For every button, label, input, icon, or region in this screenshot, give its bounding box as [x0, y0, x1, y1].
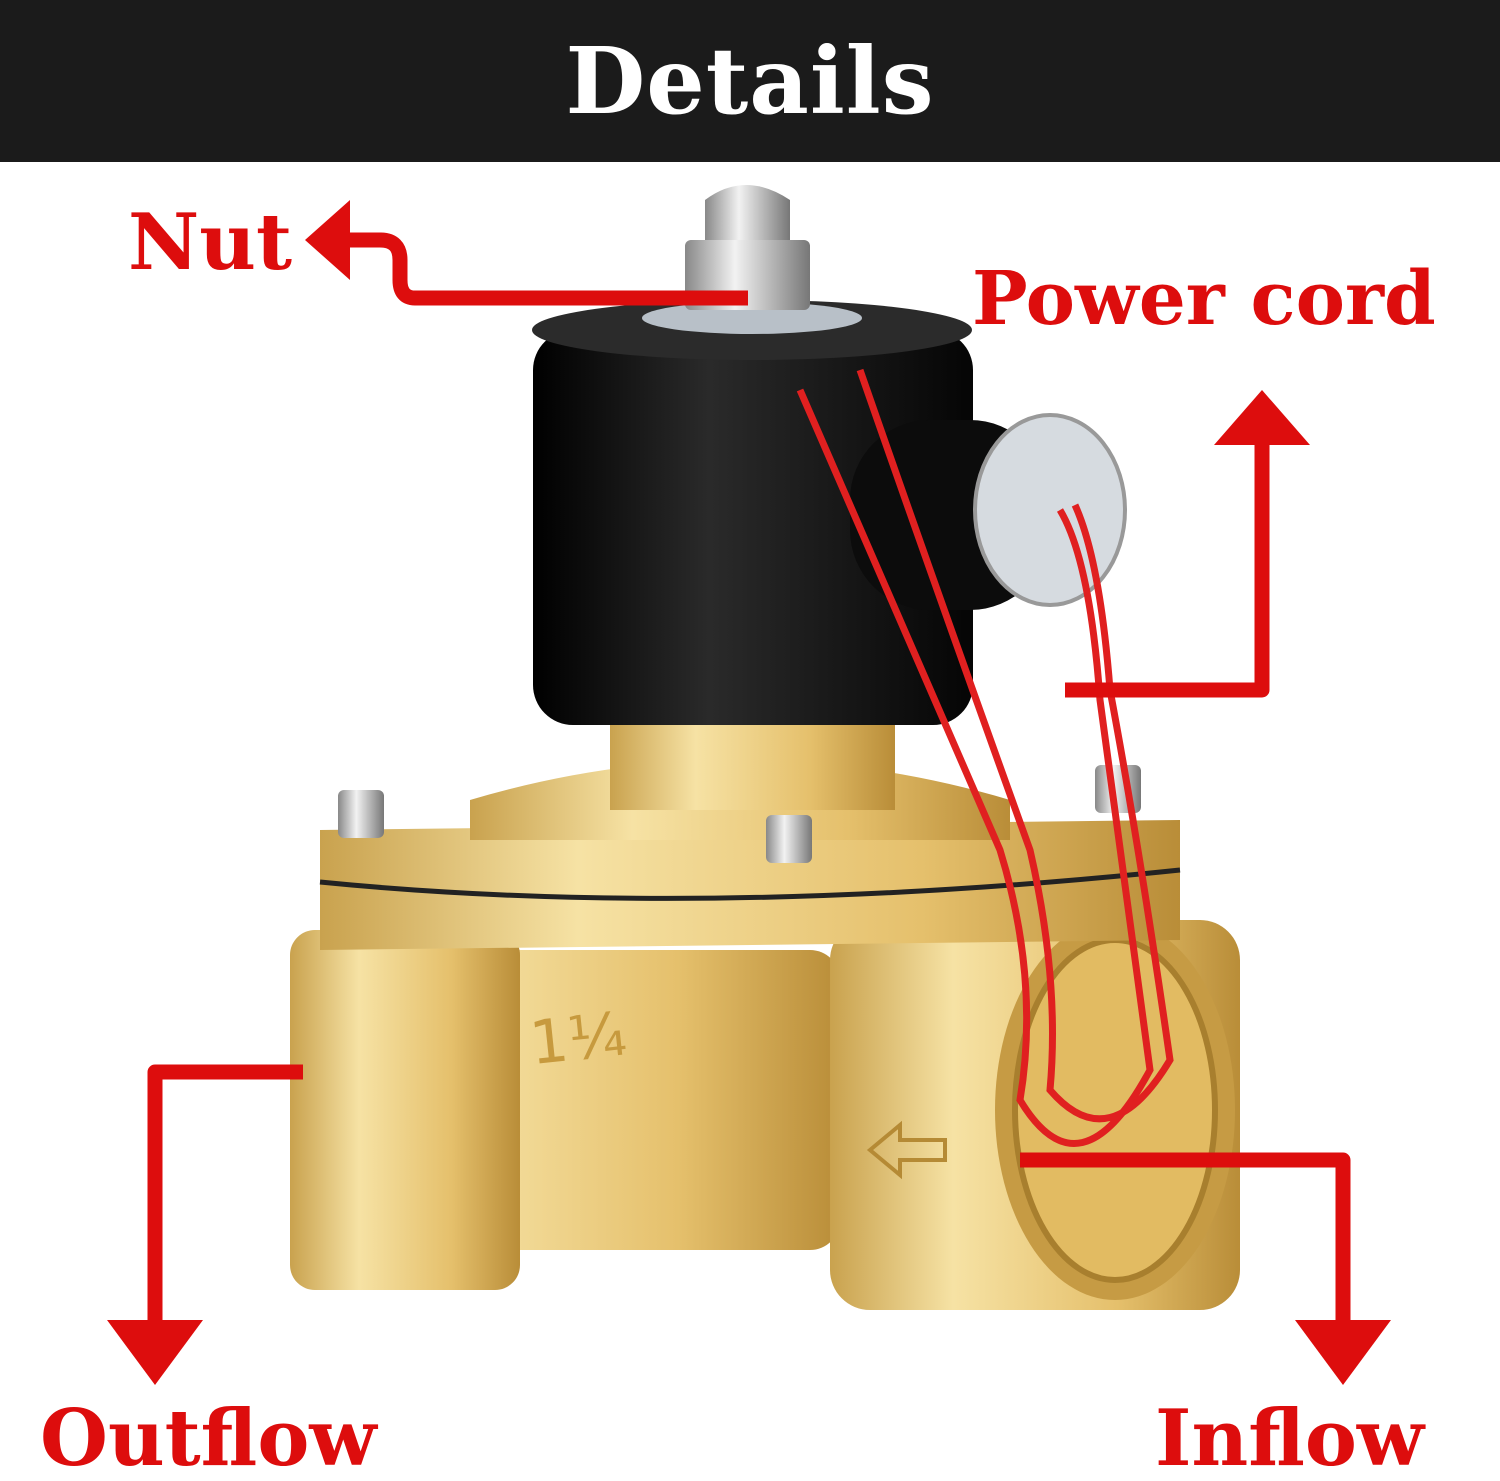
solenoid-coil	[532, 300, 1127, 725]
inflow-arrow	[1020, 1152, 1351, 1330]
header-banner: Details	[0, 0, 1500, 162]
arrowheads	[107, 200, 1391, 1385]
inflow-arrowhead-icon	[1295, 1320, 1391, 1385]
annotation-arrows	[147, 232, 1351, 1330]
label-power-cord: Power cord	[972, 256, 1436, 342]
label-inflow: Inflow	[1155, 1393, 1425, 1481]
size-marking: 1¼	[527, 999, 630, 1079]
label-outflow: Outflow	[40, 1393, 377, 1481]
page-title: Details	[565, 27, 935, 135]
label-nut: Nut	[128, 197, 293, 288]
bolts	[338, 765, 1141, 863]
power-cord-arrowhead-icon	[1214, 390, 1310, 445]
nut-arrow	[340, 232, 748, 306]
nut-arrowhead-icon	[305, 200, 350, 280]
outflow-arrowhead-icon	[107, 1320, 203, 1385]
outflow-arrow	[147, 1064, 303, 1330]
power-cord-arrow	[1065, 440, 1270, 698]
